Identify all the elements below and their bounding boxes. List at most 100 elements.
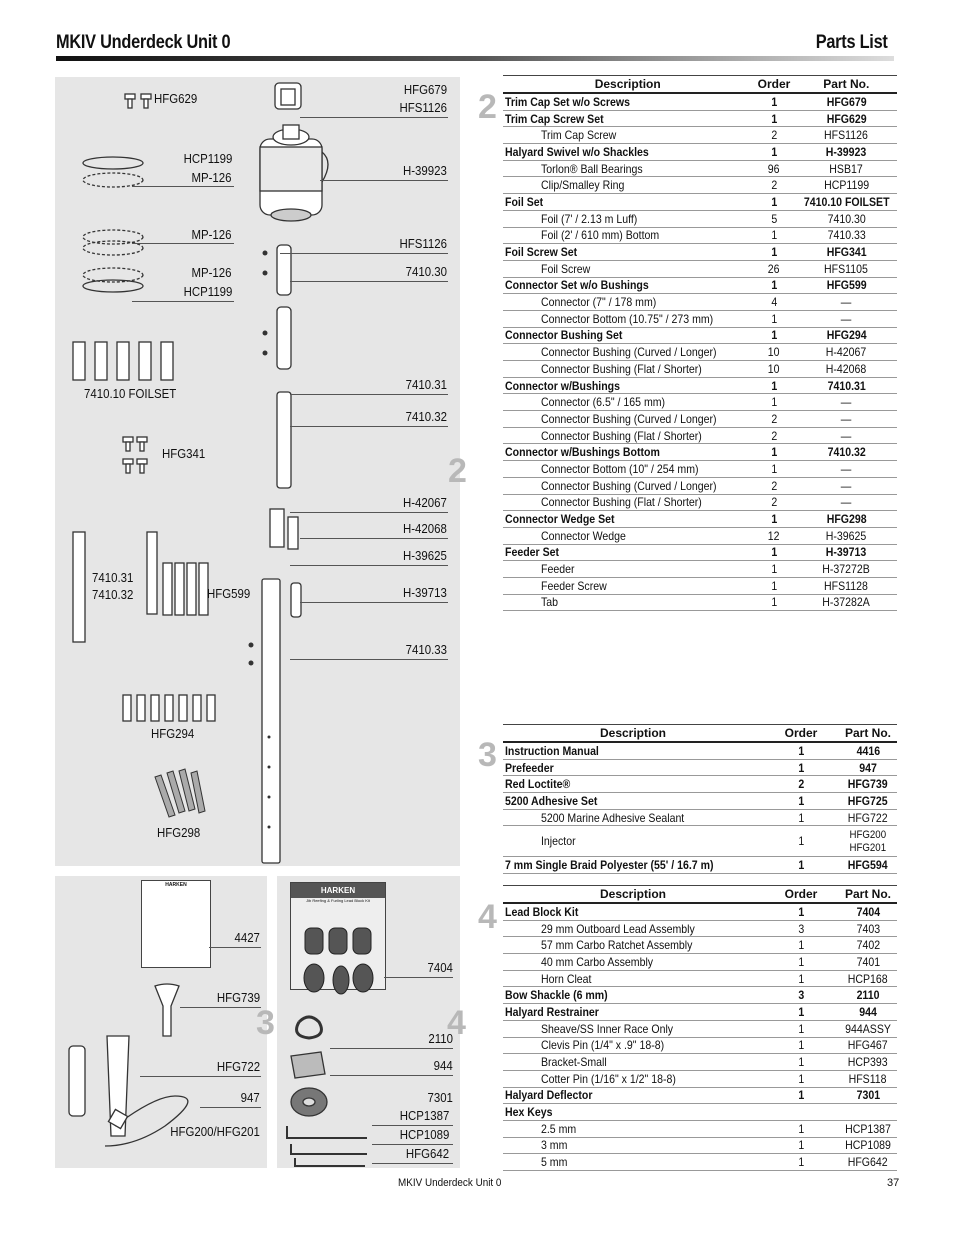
cell-description: Clip/Smalley Ring xyxy=(503,176,753,195)
cell-description: Connector (6.5" / 165 mm) xyxy=(503,393,753,412)
cell-order-text: 1 xyxy=(798,743,804,758)
label-hfg629: HFG629 xyxy=(154,91,198,106)
leader-line xyxy=(372,1144,453,1145)
column-header-order: Order xyxy=(752,75,796,94)
cell-description: 5200 Marine Adhesive Sealant xyxy=(503,809,763,827)
cell-order-text: 10 xyxy=(768,345,780,360)
cell-description-text: Connector w/Bushings xyxy=(505,378,620,393)
cell-order-text: 1 xyxy=(771,311,777,326)
cell-part-no-text: 944 xyxy=(859,1004,877,1019)
cell-order-text: 1 xyxy=(798,1055,804,1070)
leader-line xyxy=(372,1163,453,1164)
cell-part-no: HFG298 xyxy=(795,510,897,528)
cell-order-text: 3 xyxy=(798,921,804,936)
cell-order: 1 xyxy=(752,377,796,395)
cell-order-text: 1 xyxy=(771,94,777,109)
leader-line xyxy=(290,512,448,513)
cell-description-text: Connector Bushing (Curved / Longer) xyxy=(541,478,717,493)
cell-order-text: 1 xyxy=(798,1121,804,1136)
cell-part-no-text: 7403 xyxy=(856,921,880,936)
cell-order: 1 xyxy=(752,277,796,295)
cell-order: 1 xyxy=(763,742,839,760)
cell-description-text: Prefeeder xyxy=(505,760,554,775)
cell-order: 1 xyxy=(752,460,796,478)
cell-order: 1 xyxy=(752,93,796,111)
cell-order-text: 2 xyxy=(771,128,777,143)
cell-part-no-text: HCP1199 xyxy=(823,178,869,193)
cell-description-text: Connector w/Bushings Bottom xyxy=(505,445,660,460)
cell-part-no: 7410.30 xyxy=(795,210,897,228)
cell-part-no: H-39713 xyxy=(795,544,897,562)
leader-line xyxy=(132,186,234,187)
leader-line xyxy=(280,253,448,254)
cell-order-text: 1 xyxy=(771,144,777,159)
cell-part-no: HFG679 xyxy=(795,93,897,111)
cell-description-text: Torlon® Ball Bearings xyxy=(541,161,643,176)
cell-description: Connector w/Bushings Bottom xyxy=(503,443,753,462)
cell-description: Foil Set xyxy=(503,193,753,211)
cell-description-text: Lead Block Kit xyxy=(505,904,579,919)
cell-part-no-text: 7301 xyxy=(856,1088,880,1103)
leader-line xyxy=(290,281,448,282)
table-row: Hex Keys xyxy=(503,1103,897,1121)
cell-description-text: Red Loctite® xyxy=(505,777,571,792)
cell-order: 1 xyxy=(752,243,796,261)
cell-part-no: 7404 xyxy=(839,903,897,921)
cell-description: Prefeeder xyxy=(503,759,763,777)
cell-order-text: 5 xyxy=(771,211,777,226)
cell-description-text: Connector (7" / 178 mm) xyxy=(541,295,657,310)
cell-description-text: Foil Screw Set xyxy=(505,245,578,260)
cell-description-text: Connector Bushing (Flat / Shorter) xyxy=(541,361,702,376)
cell-order: 10 xyxy=(752,360,796,378)
cell-description-text: Hex Keys xyxy=(505,1105,553,1120)
cell-order: 2 xyxy=(752,410,796,428)
cell-description: 40 mm Carbo Assembly xyxy=(503,953,763,971)
leader-line xyxy=(209,947,261,948)
cell-description: Foil Screw Set xyxy=(503,243,753,261)
cell-order: 1 xyxy=(763,809,839,827)
label-mp126-b: MP-126 xyxy=(191,227,232,242)
section-title: Parts List xyxy=(816,32,888,53)
cell-part-no: 7410.31 xyxy=(795,377,897,395)
cell-part-no-text: 7401 xyxy=(856,954,880,969)
table-row: Connector Bushing (Curved / Longer)2— xyxy=(503,477,897,495)
cell-description: Connector Set w/o Bushings xyxy=(503,277,753,295)
cell-part-no: 947 xyxy=(839,759,897,777)
cell-part-no: HFG642 xyxy=(839,1153,897,1171)
cell-order: 1 xyxy=(752,327,796,345)
cell-part-no: HFG467 xyxy=(839,1037,897,1055)
label-947: 947 xyxy=(240,1090,260,1105)
cell-description-text: Connector Bushing (Flat / Shorter) xyxy=(541,495,702,510)
cell-description: Clevis Pin (1/4" x .9" 18-8) xyxy=(503,1037,763,1055)
cell-part-no-text: — xyxy=(841,311,852,326)
cell-part-no: HFS1105 xyxy=(795,260,897,278)
cell-description-text: Trim Cap Screw xyxy=(541,128,617,143)
cell-description: Foil Screw xyxy=(503,260,753,278)
cell-part-no-text: HFS1105 xyxy=(824,261,869,276)
cell-part-no-text: H-42067 xyxy=(826,345,867,360)
cell-part-no: — xyxy=(795,494,897,512)
cell-description-text: Feeder xyxy=(541,562,575,577)
label-h42067: H-42067 xyxy=(403,495,447,510)
cell-order-text: 1 xyxy=(798,834,804,849)
cell-order: 2 xyxy=(752,494,796,512)
cell-order: 1 xyxy=(752,443,796,462)
cell-part-no-text: 7402 xyxy=(856,938,880,953)
cell-order-text: 4 xyxy=(771,295,777,310)
cell-order-text: 2 xyxy=(771,478,777,493)
cell-order-text: 1 xyxy=(798,1038,804,1053)
box-brand: HARKEN xyxy=(291,883,385,898)
cell-part-no: HFG594 xyxy=(839,856,897,875)
cell-order-text: 1 xyxy=(771,194,777,209)
foil-assembly-drawing xyxy=(72,82,329,864)
table-row: Connector Bushing (Curved / Longer)2— xyxy=(503,410,897,428)
cell-order: 1 xyxy=(763,759,839,777)
section-number-3-figure: 3 xyxy=(256,1004,275,1042)
